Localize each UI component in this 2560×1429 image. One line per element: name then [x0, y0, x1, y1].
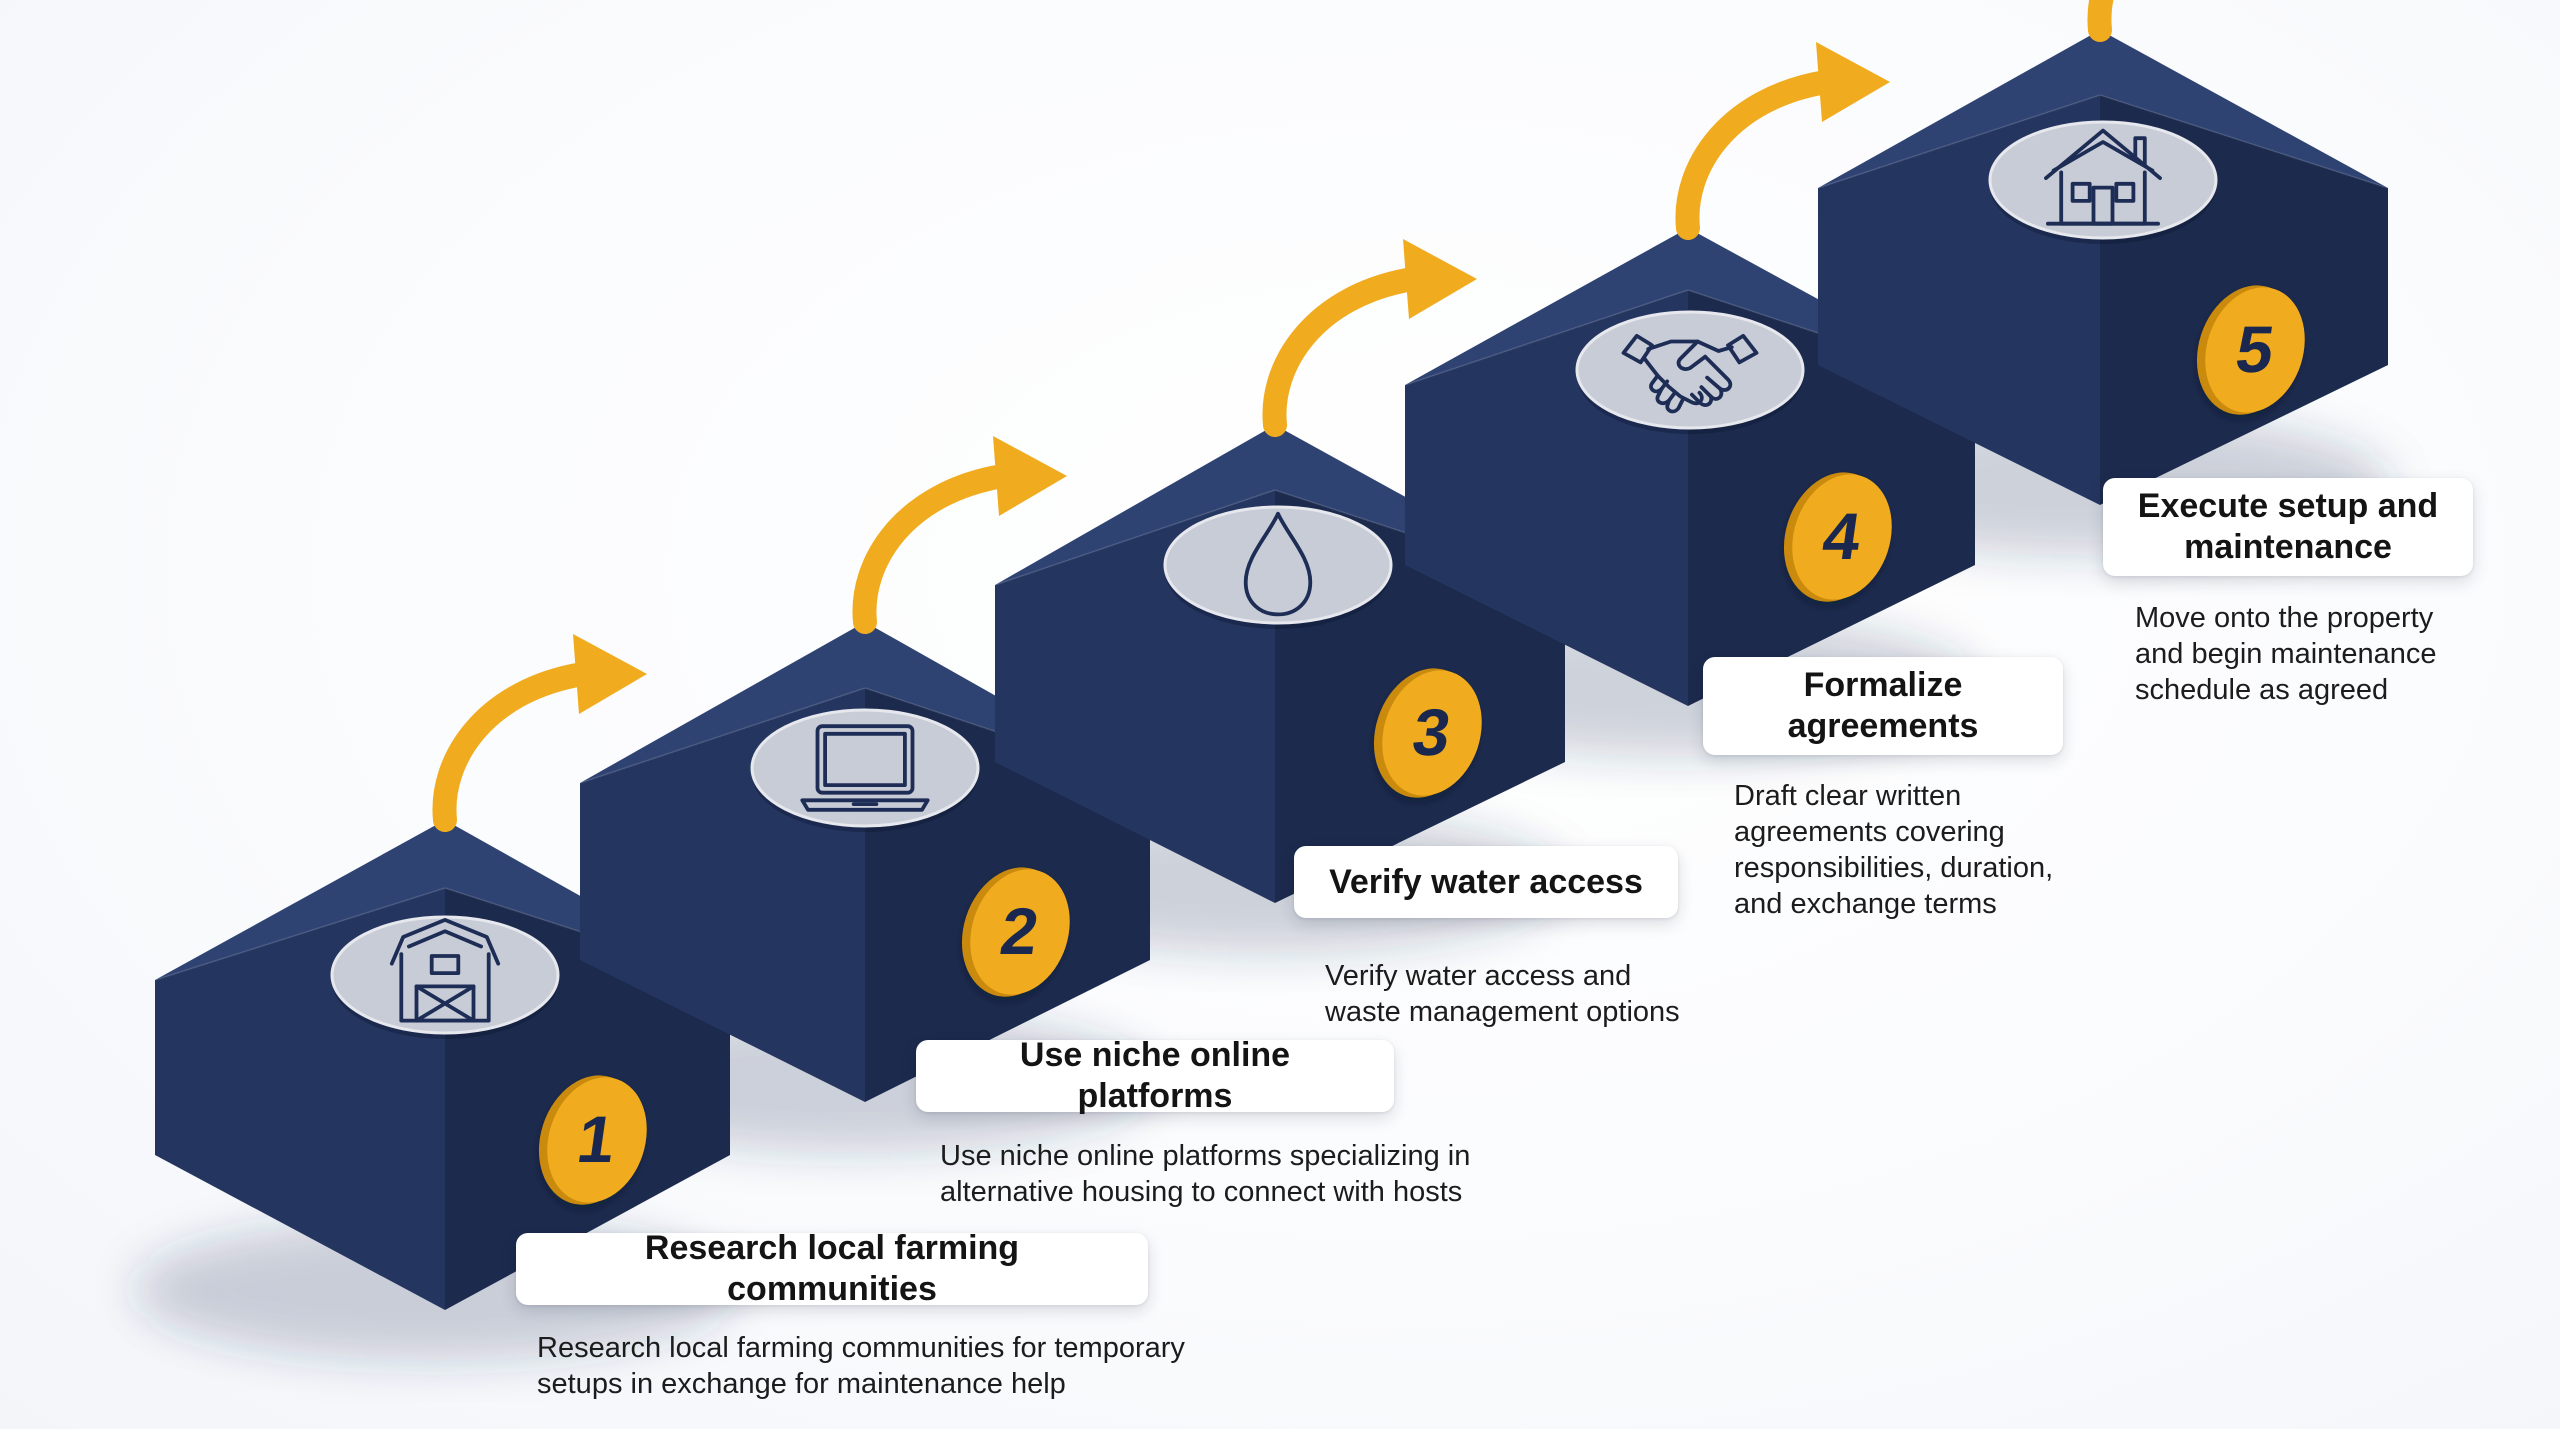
arrow-2-shaft [852, 464, 1015, 634]
block-5-edge [1817, 93, 2389, 189]
step-3-title: Verify water access [1294, 846, 1678, 918]
step-1-title: Research local farming communities [516, 1229, 1148, 1308]
step-1-description: Research local farming communities for t… [537, 1332, 1185, 1400]
step-number-badge-4 [1792, 474, 1892, 600]
step-2-description: Use niche online platforms specializing … [940, 1140, 1471, 1208]
step-1-block: 1 [154, 820, 731, 1310]
icon-disc-2 [750, 708, 980, 828]
arrow-1-shaft [432, 662, 595, 832]
step-3-description: Verify water access and waste management… [1325, 960, 1680, 1028]
block-1-top-face [155, 820, 730, 980]
block-3-top-face [995, 425, 1565, 585]
arrow-3-head [1403, 239, 1477, 319]
step-5-title: Execute setup and maintenance [2103, 478, 2473, 576]
block-2-top-face [580, 622, 1150, 783]
icon-disc-3 [1163, 505, 1393, 625]
arrow-1-head [573, 634, 647, 714]
arrow-4-head [1816, 42, 1890, 122]
step-number-badge-3 [1382, 670, 1482, 796]
block-5-top-face [1818, 30, 2388, 188]
icon-disc-1 [330, 915, 560, 1035]
icon-disc-5 [1988, 120, 2218, 240]
step-number-badge-5 [2205, 287, 2305, 413]
arrow-5-shaft [2087, 0, 2114, 42]
step-number-badge-1 [547, 1077, 647, 1203]
barn-icon [389, 917, 501, 1023]
step-2-title: Use niche online platforms [916, 1036, 1394, 1115]
water-drop-icon [1243, 511, 1313, 617]
step-4-description: Draft clear written agreements covering … [1734, 780, 2054, 920]
handshake-icon [1621, 333, 1759, 414]
step-5-block: 5 [1817, 30, 2389, 505]
arrow-4-shaft [1675, 70, 1838, 240]
step-4-title: Formalize agreements [1703, 657, 2063, 755]
arrow-2-head [993, 436, 1067, 516]
block-4-top-face [1405, 228, 1975, 385]
arrow-3-shaft [1262, 267, 1425, 437]
step-arrows [432, 0, 2114, 832]
laptop-icon [800, 724, 930, 812]
step-5-description: Move onto the property and begin mainten… [2135, 602, 2437, 706]
step-number-badge-2 [970, 869, 1070, 995]
house-icon [2044, 128, 2162, 226]
